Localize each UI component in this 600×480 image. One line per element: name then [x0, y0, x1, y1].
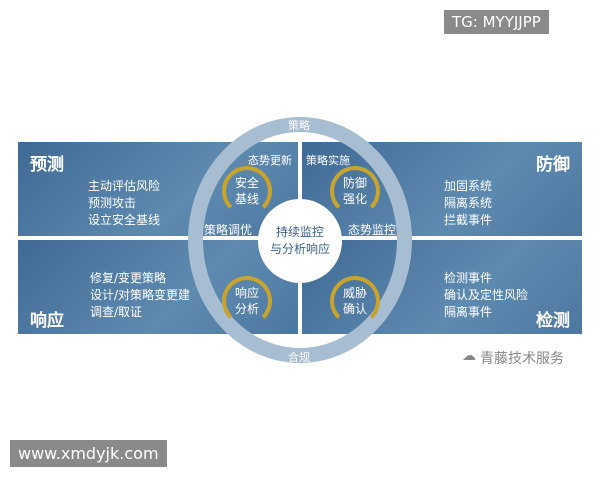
quadrant-line: 检测事件 — [444, 271, 493, 285]
transition-policy-implementation: 策略实施 — [306, 154, 350, 167]
center-text: 与分析响应 — [269, 242, 330, 256]
cycle-text: 安全 — [234, 176, 259, 190]
quadrant-title: 防御 — [536, 155, 570, 175]
quadrant-title: 检测 — [536, 311, 570, 331]
cycle-security-baseline: 安全基线 — [222, 166, 272, 216]
quadrant-line: 确认及定性风险 — [444, 288, 529, 302]
quadrant-title: 响应 — [30, 311, 64, 331]
quadrant-line: 修复/变更策略 — [90, 271, 167, 285]
quadrant-line: 拦截事件 — [444, 213, 493, 227]
transition-policy-tuning: 策略调优 — [204, 223, 253, 237]
quadrant-line: 隔离系统 — [444, 196, 493, 210]
quadrant-title: 预测 — [30, 155, 64, 175]
cycle-text: 基线 — [234, 192, 259, 206]
cycle-response-analysis: 响应分析 — [222, 276, 272, 326]
center-text: 持续监控 — [275, 225, 324, 239]
quadrant-line: 设立安全基线 — [88, 213, 161, 227]
ring-label-policy: 策略 — [288, 119, 310, 132]
center-circle: 持续监控 与分析响应 — [258, 199, 342, 283]
ring-label-compliance: 合规 — [288, 351, 310, 364]
cycle-text: 防御 — [342, 176, 367, 190]
wechat-icon: ☁ — [462, 348, 476, 364]
cycle-text: 强化 — [342, 192, 367, 206]
quadrant-line: 预测攻击 — [88, 196, 137, 210]
transition-posture-update: 态势更新 — [248, 154, 292, 167]
transition-posture-monitoring: 态势监控 — [348, 223, 397, 237]
cycle-text: 响应 — [234, 286, 259, 300]
cycle-text: 分析 — [234, 302, 259, 316]
brand-text: 青藤技术服务 — [480, 351, 564, 367]
site-watermark: www.xmdyjk.com — [10, 440, 167, 467]
quadrant-line: 加固系统 — [444, 179, 493, 193]
quadrant-line: 隔离事件 — [444, 305, 493, 319]
quadrant-line: 设计/对策略变更建 — [90, 288, 191, 302]
cycle-defense-hardening: 防御强化 — [330, 166, 380, 216]
quadrant-line: 主动评估风险 — [88, 179, 161, 193]
brand-watermark: ☁ 青藤技术服务 — [462, 348, 564, 368]
cycle-text: 确认 — [342, 302, 367, 316]
cycle-threat-confirmation: 威胁确认 — [330, 276, 380, 326]
quadrant-line: 调查/取证 — [90, 305, 143, 319]
tg-watermark: TG: MYYJJPP — [444, 10, 549, 34]
cycle-text: 威胁 — [342, 286, 367, 300]
